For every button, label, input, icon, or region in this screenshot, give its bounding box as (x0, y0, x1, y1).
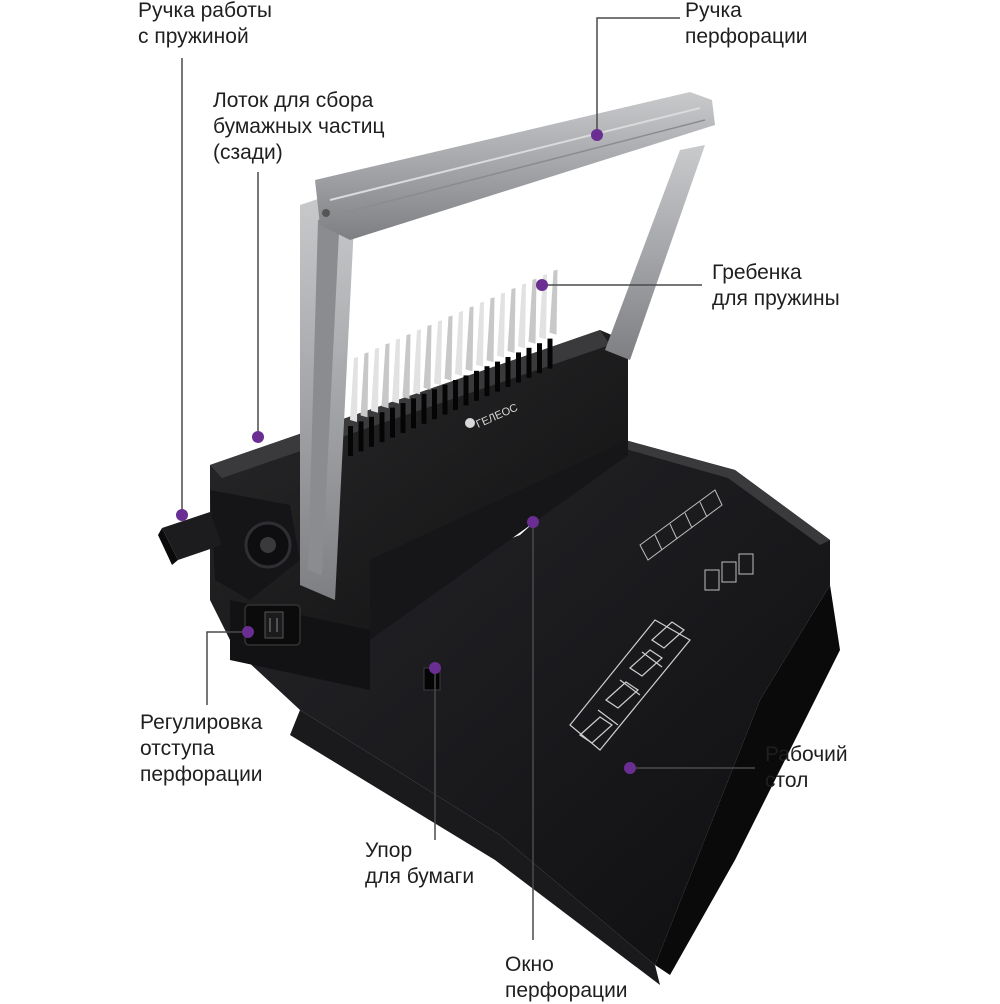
comb-tooth (402, 334, 411, 399)
leader-dot-punch-handle (591, 129, 603, 141)
work-table-shape (230, 440, 840, 985)
comb-slot (547, 338, 553, 369)
table-printed-instructions (569, 619, 691, 751)
comb-slot (453, 380, 458, 410)
leader-dot-spring-handle (176, 509, 188, 521)
leader-dot-work-table (624, 762, 636, 774)
comb-tooth (465, 306, 474, 372)
comb-slot (505, 357, 511, 387)
comb-tooth (549, 269, 558, 335)
comb-slot (369, 416, 374, 447)
comb-tooth (455, 311, 463, 376)
comb-slot (442, 384, 448, 415)
comb-slot (432, 389, 437, 420)
comb-slot (537, 343, 542, 374)
leader-line-margin-adjust (206, 631, 248, 705)
comb-tooth (476, 301, 484, 367)
comb-tooth (350, 357, 358, 422)
comb-slot (495, 361, 500, 392)
comb-slot (411, 398, 416, 429)
comb-slot (390, 407, 395, 438)
comb-slot (348, 426, 353, 456)
punch-handle-shape (300, 92, 715, 600)
comb-slot (421, 393, 427, 424)
leader-line-punch-handle (596, 17, 680, 135)
leader-dot-spring-comb (536, 279, 548, 291)
comb-tooth (528, 278, 537, 344)
comb-tooth (423, 324, 432, 390)
comb-tooth (507, 288, 516, 353)
comb-tooth (539, 274, 547, 340)
leader-dot-paper-stop (429, 662, 441, 674)
leader-dot-margin-adjust (242, 626, 254, 638)
leader-dot-chip-tray (252, 431, 264, 443)
comb-tooth (486, 297, 495, 363)
table-printed-chart (639, 489, 754, 591)
comb-slot (516, 352, 521, 383)
comb-slot (358, 421, 364, 452)
comb-tooth (444, 315, 453, 381)
comb-tooth (518, 283, 526, 349)
comb-tooth (434, 320, 442, 386)
comb-slot (474, 370, 479, 401)
comb-slot (484, 366, 490, 397)
comb-slot (379, 412, 385, 443)
spring-handle-shape (158, 490, 300, 600)
leader-lines (176, 17, 755, 940)
comb-tooth (413, 329, 421, 395)
comb-tooth (381, 343, 390, 409)
comb-slot (526, 347, 532, 378)
comb-slot (400, 403, 406, 433)
margin-adjust-shape (244, 604, 301, 646)
comb-tooth (371, 347, 379, 413)
leader-dot-punch-window (527, 516, 539, 528)
comb-slot (463, 375, 469, 406)
comb-tooth (497, 292, 505, 358)
comb-tooth (392, 338, 400, 404)
spring-comb-shape (348, 269, 558, 456)
comb-tooth (360, 352, 369, 418)
